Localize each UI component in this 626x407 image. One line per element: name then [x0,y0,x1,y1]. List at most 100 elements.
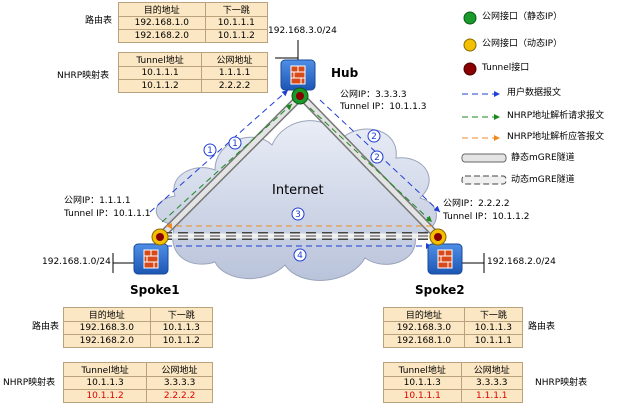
table-cell: 10.1.1.2 [204,29,269,43]
legend-label-static-tunnel: 静态mGRE隧道 [511,153,575,163]
step-3: 3 [295,210,301,220]
hub-routing-table-title: 路由表 [85,16,113,26]
spoke2-nhrp-table-title: NHRP映射表 [535,378,588,388]
legend-icons [461,11,507,185]
table-cell: 10.1.1.2 [62,389,148,403]
hub-public-ip: 公网IP：3.3.3.3 [340,90,407,100]
step-1b: 1 [232,139,238,149]
table-header: Tunnel地址 [117,52,203,67]
table-header: 公网地址 [201,52,268,67]
table-cell: 10.1.1.3 [149,321,214,335]
legend-label-static-public: 公网接口（静态IP） [482,12,563,22]
gray-solid-tunnel-icon [461,153,507,163]
green-dot-icon [463,11,477,25]
table-header: 目的地址 [63,307,151,322]
step-2a: 2 [371,132,377,142]
table-cell: 192.168.1.0 [383,334,465,348]
spoke1-public-ip: 公网IP：1.1.1.1 [64,196,131,206]
step-4: 4 [297,251,303,261]
table-cell: 1.1.1.1 [460,389,524,403]
table-cell: 192.168.1.0 [118,16,206,30]
spoke2-routing-table-title: 路由表 [528,322,556,332]
legend-label-nhrp-request: NHRP地址解析请求报文 [507,111,605,121]
table-cell: 10.1.1.1 [204,16,269,30]
table-header: 公网地址 [146,362,213,377]
arrow-nhrp-request-hub-to-spoke2 [309,107,433,223]
table-cell: 10.1.1.2 [117,79,203,93]
table-cell: 192.168.3.0 [63,321,151,335]
table-cell: 10.1.1.3 [463,321,524,335]
spoke1-routing-table-title: 路由表 [32,322,60,332]
spoke1-lan-subnet: 192.168.1.0/24 [42,257,111,267]
table-cell: 10.1.1.1 [383,389,462,403]
step-2b: 2 [374,153,380,163]
step-1a: 1 [207,146,213,156]
table-cell: 192.168.3.0 [383,321,465,335]
spoke2-name: Spoke2 [415,283,465,297]
hub-tunnel-ip: Tunnel IP：10.1.1.3 [340,102,427,112]
legend-label-dynamic-public: 公网接口（动态IP） [482,39,563,49]
lan-lines [112,40,485,273]
table-header: 下一跳 [149,307,214,322]
table-cell: 10.1.1.1 [463,334,524,348]
legend-label-nhrp-reply: NHRP地址解析应答报文 [507,132,605,142]
hub-router [280,59,316,105]
table-header: 公网地址 [460,362,524,377]
hub-nhrp-table-title: NHRP映射表 [57,71,110,81]
table-header: 目的地址 [118,2,206,17]
table-cell: 2.2.2.2 [201,79,268,93]
spoke1-tunnel-ip: Tunnel IP：10.1.1.1 [64,209,151,219]
hub-lan-subnet: 192.168.3.0/24 [268,26,337,36]
table-cell: 10.1.1.1 [117,66,203,80]
table-cell: 3.3.3.3 [146,376,213,390]
table-cell: 10.1.1.2 [149,334,214,348]
yellow-dot-icon [463,38,477,52]
spoke2-public-ip: 公网IP：2.2.2.2 [443,199,510,209]
spoke2-tunnel-interface-icon [434,233,442,241]
legend-label-user-data: 用户数据报文 [507,88,562,98]
hub-tunnel-interface-icon [296,92,304,100]
table-cell: 192.168.2.0 [118,29,206,43]
table-cell: 10.1.1.3 [383,376,462,390]
table-cell: 192.168.2.0 [63,334,151,348]
legend-label-dynamic-tunnel: 动态mGRE隧道 [511,175,575,185]
spoke1-name: Spoke1 [130,283,180,297]
table-header: 下一跳 [463,307,524,322]
table-cell: 3.3.3.3 [460,376,524,390]
spoke1-router [133,228,169,275]
gray-dashed-tunnel-icon [461,175,507,185]
legend-label-tunnel: Tunnel接口 [482,63,530,73]
spoke2-router [427,228,463,275]
spoke1-tunnel-interface-icon [156,233,164,241]
table-cell: 2.2.2.2 [146,389,213,403]
spoke2-tunnel-ip: Tunnel IP：10.1.1.2 [443,212,530,222]
spoke1-nhrp-table-title: NHRP映射表 [3,378,56,388]
static-mgre-tunnels [156,93,442,241]
table-cell: 1.1.1.1 [201,66,268,80]
step-markers: 1 1 2 2 3 4 [203,129,384,262]
spoke2-lan-subnet: 192.168.2.0/24 [487,257,556,267]
internet-label: Internet [272,183,324,198]
table-header: 目的地址 [383,307,465,322]
arrow-user-data-spoke1-to-hub [149,89,289,213]
table-header: 下一跳 [204,2,269,17]
